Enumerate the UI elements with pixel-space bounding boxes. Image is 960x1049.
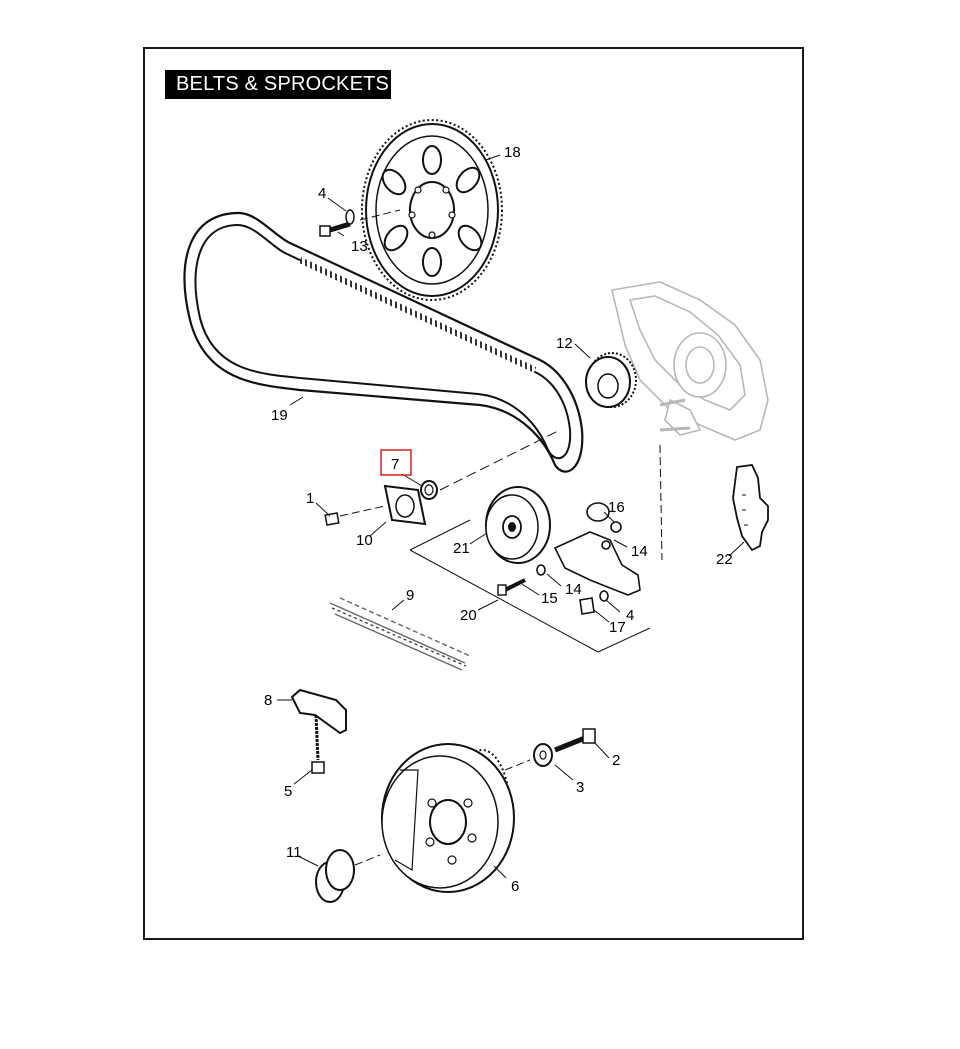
engine-sprocket bbox=[439, 352, 637, 491]
diagram-title: BELTS & SPROCKETS bbox=[165, 70, 391, 99]
callout-4[interactable]: 4 bbox=[318, 185, 326, 202]
callout-6[interactable]: 6 bbox=[511, 878, 519, 895]
callout-2[interactable]: 2 bbox=[612, 752, 620, 769]
callout-21[interactable]: 21 bbox=[453, 540, 470, 557]
callout-4-lower[interactable]: 4 bbox=[626, 607, 634, 624]
chain-tensioner-shoe bbox=[290, 688, 347, 774]
callout-12[interactable]: 12 bbox=[556, 335, 573, 352]
highlight-box bbox=[380, 449, 412, 476]
bearing-spacer bbox=[315, 849, 381, 903]
callout-16[interactable]: 16 bbox=[608, 499, 625, 516]
callout-22[interactable]: 22 bbox=[716, 551, 733, 568]
side-cover bbox=[732, 464, 769, 552]
rear-sprocket bbox=[361, 119, 503, 301]
clutch-bolt-washer bbox=[504, 728, 596, 771]
callout-14-upper[interactable]: 14 bbox=[631, 543, 648, 560]
diagram-frame bbox=[143, 47, 804, 940]
callout-20[interactable]: 20 bbox=[460, 607, 477, 624]
callout-5[interactable]: 5 bbox=[284, 783, 292, 800]
callout-15[interactable]: 15 bbox=[541, 590, 558, 607]
sprocket-bolt bbox=[319, 209, 401, 237]
leader-lines bbox=[277, 154, 745, 879]
callout-1[interactable]: 1 bbox=[306, 490, 314, 507]
callout-17[interactable]: 17 bbox=[609, 619, 626, 636]
tensioner-bolt bbox=[497, 578, 526, 596]
callout-11[interactable]: 11 bbox=[286, 844, 302, 861]
transmission-housing bbox=[611, 281, 769, 441]
callout-19[interactable]: 19 bbox=[271, 407, 288, 424]
idler-pulley bbox=[409, 486, 651, 653]
tensioner-bracket bbox=[536, 502, 641, 615]
callout-7[interactable]: 7 bbox=[391, 456, 399, 473]
alignment-line bbox=[659, 444, 663, 561]
clutch-assembly bbox=[381, 743, 515, 893]
callout-18[interactable]: 18 bbox=[504, 144, 521, 161]
callout-13[interactable]: 13 bbox=[351, 238, 368, 255]
callout-8[interactable]: 8 bbox=[264, 692, 272, 709]
callout-10[interactable]: 10 bbox=[356, 532, 373, 549]
lock-plate-assembly bbox=[324, 480, 438, 526]
callout-3[interactable]: 3 bbox=[576, 779, 584, 796]
primary-chain bbox=[329, 597, 471, 671]
callout-9[interactable]: 9 bbox=[406, 587, 414, 604]
drive-belt bbox=[183, 211, 584, 473]
callout-14-lower[interactable]: 14 bbox=[565, 581, 582, 598]
callout-labels: 4 13 18 12 19 7 1 10 21 16 14 14 15 20 4… bbox=[264, 144, 733, 895]
